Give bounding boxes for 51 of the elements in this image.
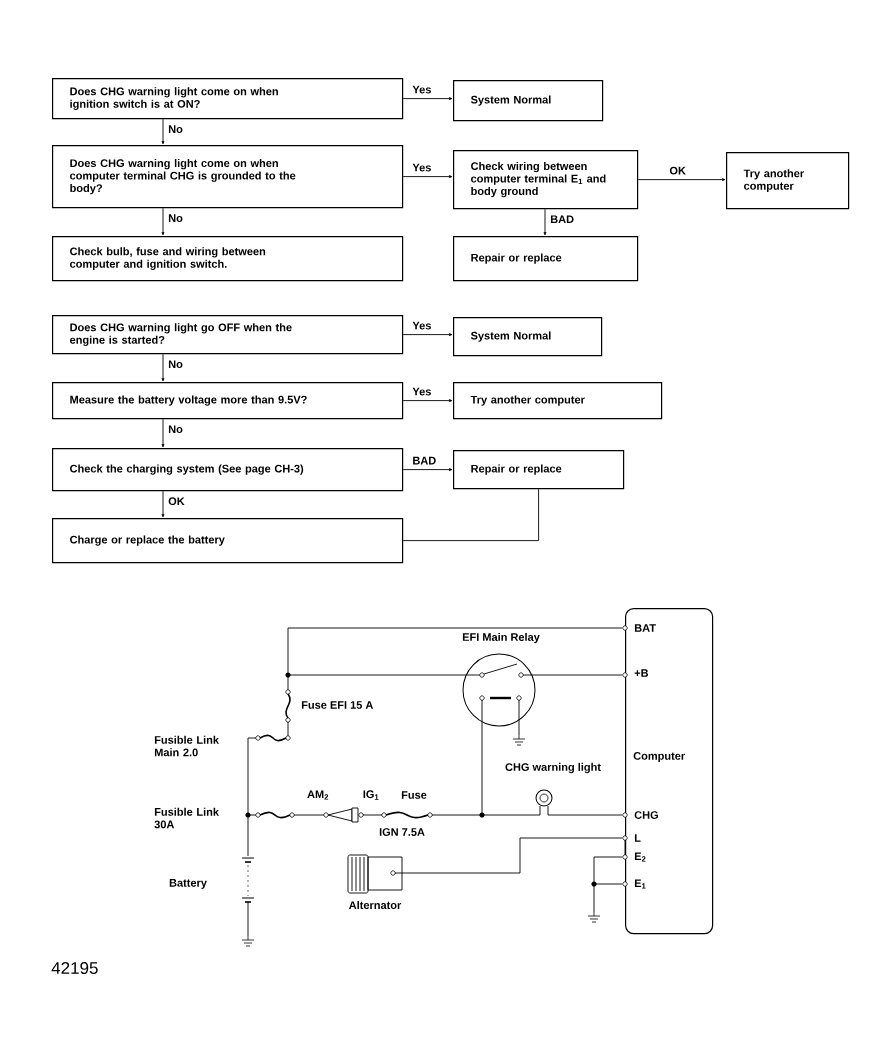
component-label: Battery <box>169 879 207 889</box>
edge-label: Yes <box>411 162 433 173</box>
process-box: Try another computer <box>726 152 850 210</box>
edge-label: No <box>167 124 184 135</box>
arrow <box>402 468 453 472</box>
arrow <box>402 175 453 179</box>
edge-label: BAD <box>411 455 438 466</box>
arrow <box>161 490 165 518</box>
component-label: Fusible Link Main 2.0 <box>154 735 219 757</box>
arrow <box>161 207 165 236</box>
computer-box: BAT +B Computer CHG L E$_{2}$ E$_{1}$ <box>625 608 714 935</box>
process-box: Charge or replace the battery <box>52 518 404 564</box>
figure-number: 42195 <box>51 962 98 975</box>
component-label: Fuse EFI 15 A <box>301 701 374 709</box>
process-box: Measure the battery voltage more than 9.5V? <box>52 382 404 420</box>
arrow <box>161 418 165 448</box>
edge-label: OK <box>668 165 687 176</box>
process-box: System Normal <box>453 80 604 122</box>
process-box: Does CHG warning light come on when computer terminal CHG is grounded to the body? <box>52 145 404 209</box>
component-label: CHG warning light <box>505 762 601 774</box>
component-label: Fusible Link 30A <box>154 807 219 829</box>
component-label: Alternator <box>349 900 402 910</box>
arrow <box>637 178 726 182</box>
edge-label: Yes <box>411 320 433 331</box>
edge-label: No <box>167 213 184 224</box>
component-label: IG$_{1}$ <box>363 790 379 800</box>
process-box: Repair or replace <box>453 236 639 282</box>
process-box: Repair or replace <box>453 450 625 490</box>
edge-label: BAD <box>549 214 576 224</box>
arrow <box>543 208 547 236</box>
arrow <box>161 353 165 382</box>
component-label: Fuse <box>401 791 427 799</box>
process-box: Check the charging system (See page CH-3) <box>52 448 404 492</box>
edge-label: Yes <box>411 84 433 95</box>
process-box: Check wiring between computer terminal E$_{1}$ and body ground <box>453 150 639 210</box>
arrow <box>402 97 453 101</box>
process-box: System Normal <box>453 317 603 357</box>
process-box: Check bulb, fuse and wiring between computer and ignition switch. <box>52 236 404 282</box>
edge-label: Yes <box>411 386 433 397</box>
arrow <box>161 118 165 145</box>
component-label: IGN 7.5A <box>379 828 425 836</box>
process-box: Does CHG warning light go OFF when the engine is started? <box>52 315 404 355</box>
component-label: AM$_{2}$ <box>307 790 329 800</box>
edge-label: No <box>167 424 184 435</box>
process-box: Try another computer <box>453 382 663 420</box>
arrow <box>402 399 453 403</box>
component-label: EFI Main Relay <box>462 632 540 644</box>
edge-label: No <box>167 359 184 370</box>
edge-label: OK <box>167 496 186 507</box>
arrow <box>402 333 453 337</box>
process-box: Does CHG warning light come on when ignition switch is at ON? <box>52 78 404 120</box>
